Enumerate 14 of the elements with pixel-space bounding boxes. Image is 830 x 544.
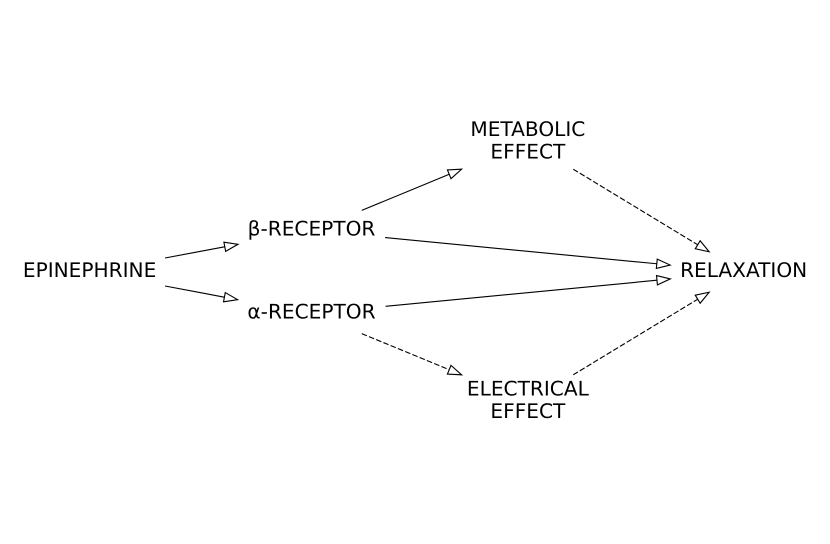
node-text: RELAXATION — [680, 258, 807, 282]
node-text: ELECTRICAL EFFECT — [466, 376, 588, 423]
arrow — [164, 285, 239, 302]
arrow — [361, 168, 463, 211]
arrow — [572, 291, 710, 376]
node-text: EPINEPHRINE — [22, 258, 156, 282]
arrow — [164, 241, 240, 259]
node-text: METABOLIC EFFECT — [470, 117, 585, 164]
arrow — [384, 237, 672, 270]
node-text: β-RECEPTOR — [247, 216, 375, 241]
node-text: α-RECEPTOR — [246, 299, 376, 324]
arrow — [385, 274, 672, 307]
arrow — [572, 168, 710, 253]
arrow — [361, 333, 463, 376]
